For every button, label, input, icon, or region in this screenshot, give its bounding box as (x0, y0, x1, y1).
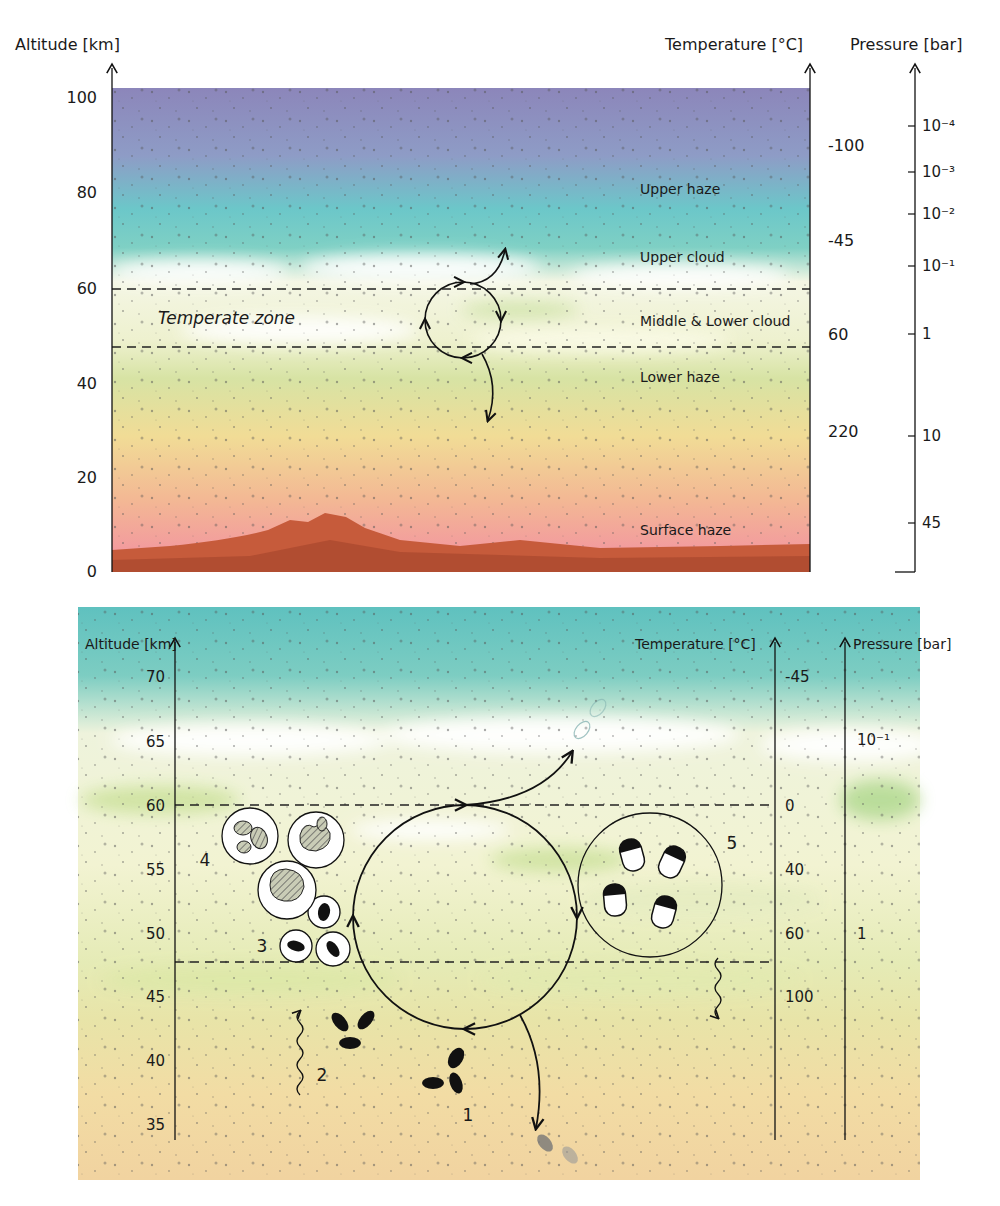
tick-value: 50 (146, 926, 165, 943)
tick-value: 100 (785, 989, 814, 1006)
tick-value: 10⁻² (922, 206, 955, 223)
axis-title: Temperature [°C] (635, 637, 756, 652)
tick-value: 10⁻¹ (922, 258, 955, 275)
callout-number: 3 (257, 937, 268, 956)
tick-value: 1 (922, 326, 932, 343)
tick-value: 10 (922, 428, 941, 445)
tick-value: 40 (77, 375, 97, 393)
axis-title: Temperature [°C] (665, 36, 803, 54)
callout-number: 2 (317, 1066, 328, 1085)
tick-value: -45 (785, 669, 810, 686)
layer-label: Upper cloud (640, 250, 725, 265)
tick-value: 40 (785, 862, 804, 879)
axis-title: Altitude [km] (85, 637, 177, 652)
tick-value: 55 (146, 862, 165, 879)
tick-value: 60 (77, 280, 97, 298)
tick-value: 35 (146, 1117, 165, 1134)
tick-value: 45 (146, 989, 165, 1006)
tick-value: 10⁻³ (922, 164, 955, 181)
callout-number: 5 (727, 834, 738, 853)
axis-title: Pressure [bar] (850, 36, 962, 54)
tick-value: 20 (77, 469, 97, 487)
tick-value: 10⁻¹ (857, 732, 890, 749)
tick-value: 40 (146, 1053, 165, 1070)
tick-value: 60 (785, 926, 804, 943)
callout-number: 1 (463, 1106, 474, 1125)
layer-label: Upper haze (640, 182, 720, 197)
tick-value: 1 (857, 926, 867, 943)
tick-value: 65 (146, 734, 165, 751)
zone-label: Temperate zone (158, 309, 295, 328)
tick-value: 80 (77, 184, 97, 202)
callout-number: 4 (200, 851, 211, 870)
tick-value: -100 (828, 137, 864, 155)
layer-label: Lower haze (640, 370, 720, 385)
tick-value: 70 (146, 669, 165, 686)
tick-value: 45 (922, 515, 941, 532)
tick-value: 100 (66, 89, 97, 107)
axis-title: Pressure [bar] (853, 637, 951, 652)
tick-value: 0 (785, 798, 795, 815)
axis-title: Altitude [km] (15, 36, 120, 54)
tick-value: 220 (828, 423, 859, 441)
tick-value: 10⁻⁴ (922, 118, 955, 135)
tick-value: 60 (146, 798, 165, 815)
layer-label: Middle & Lower cloud (640, 314, 790, 329)
tick-value: -45 (828, 232, 854, 250)
layer-label: Surface haze (640, 523, 731, 538)
tick-value: 60 (828, 326, 848, 344)
tick-value: 0 (87, 563, 97, 581)
